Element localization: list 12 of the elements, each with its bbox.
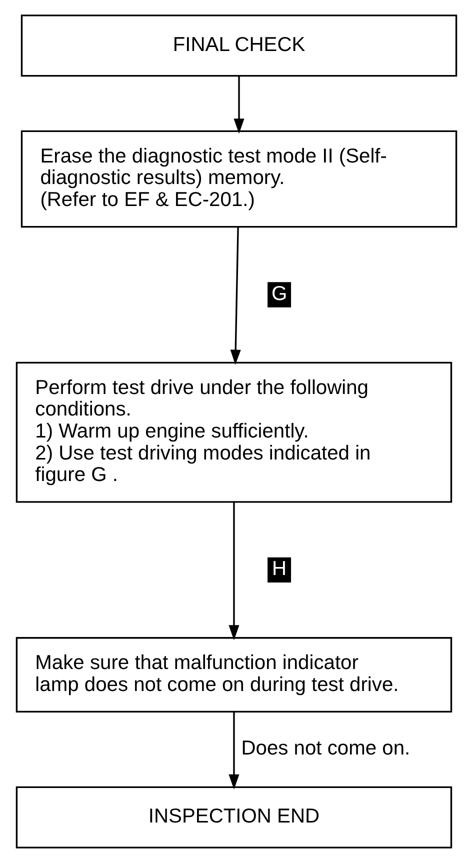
- label: H: [272, 558, 286, 580]
- label: G: [270, 282, 287, 305]
- node-box: INSPECTION END: [15, 786, 452, 848]
- arrow: [233, 76, 244, 134]
- arrow: [230, 227, 240, 365]
- arrow: [228, 712, 239, 790]
- edge-label: Does not come on.: [240, 738, 410, 760]
- arrow: [228, 502, 239, 640]
- node-box: Perform test drive under the following conditions. 1) Warm up engine sufficiently. 2) Use test driving modes indicated in figure G .: [15, 362, 452, 503]
- node-box: FINAL CHECK: [20, 14, 457, 77]
- node-box: Make sure that malfunction indicator lamp does not come on during test drive.: [15, 637, 452, 713]
- node-box: Erase the diagnostic test mode II (Self-diagnostic results) memory. (Refer to EF & EC-201.): [20, 130, 457, 228]
